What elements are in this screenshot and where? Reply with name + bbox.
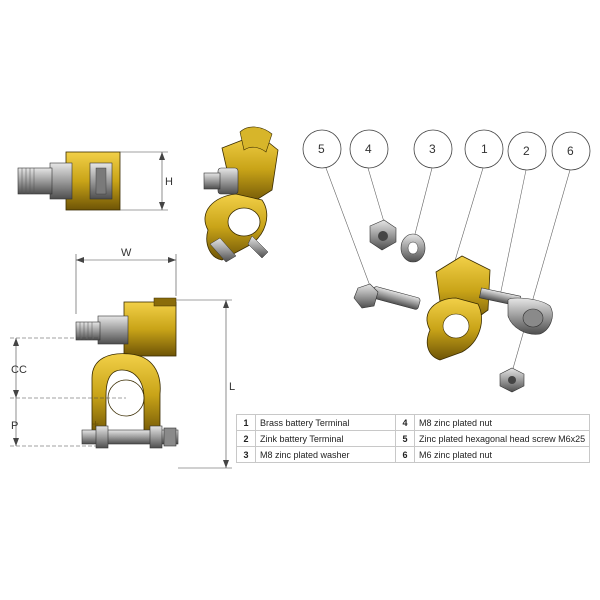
part-num: 1 <box>236 414 256 431</box>
top-view: H <box>17 151 173 211</box>
table-row: 1 Brass battery Terminal 4 M8 zinc plate… <box>236 414 591 431</box>
nut-part-6 <box>499 367 525 393</box>
dim-w-label: W <box>121 247 132 259</box>
screw-part-5 <box>353 283 421 310</box>
dim-h-label: H <box>165 176 173 188</box>
parts-table: 1 Brass battery Terminal 4 M8 zinc plate… <box>236 414 591 463</box>
callout-4: 4 <box>365 142 372 156</box>
callout-circles: 5 4 3 1 2 6 <box>302 129 591 171</box>
clamp-part-2 <box>479 287 553 335</box>
front-view: + W L CC P <box>10 247 235 469</box>
part-num: 2 <box>236 430 256 447</box>
part-num: 6 <box>395 446 415 463</box>
terminal-3d-view <box>203 126 279 263</box>
washer-part-3 <box>400 233 426 263</box>
table-row: 3 M8 zinc plated washer 6 M6 zinc plated… <box>236 446 591 463</box>
part-desc: M8 zinc plated nut <box>413 414 591 431</box>
dim-l-label: L <box>229 381 235 393</box>
part-desc: Zinc plated hexagonal head screw M6x25 <box>413 430 591 447</box>
callout-3: 3 <box>429 142 436 156</box>
exploded-view: 5 4 3 1 2 6 <box>302 129 591 393</box>
svg-text:+: + <box>92 417 99 431</box>
part-num: 3 <box>236 446 256 463</box>
part-num: 5 <box>395 430 415 447</box>
table-row: 2 Zink battery Terminal 5 Zinc plated he… <box>236 430 591 447</box>
terminal-part-1 <box>426 255 491 361</box>
callout-2: 2 <box>523 144 530 158</box>
dim-p-label: P <box>11 420 18 432</box>
callout-5: 5 <box>318 142 325 156</box>
dim-cc-label: CC <box>11 364 27 376</box>
callout-1: 1 <box>481 142 488 156</box>
part-desc: M8 zinc plated washer <box>255 446 396 463</box>
part-desc: M6 zinc plated nut <box>413 446 591 463</box>
part-num: 4 <box>395 414 415 431</box>
nut-part-4 <box>369 219 397 251</box>
part-desc: Brass battery Terminal <box>255 414 396 431</box>
part-desc: Zink battery Terminal <box>255 430 396 447</box>
callout-6: 6 <box>567 144 574 158</box>
callout-lines <box>325 167 571 373</box>
